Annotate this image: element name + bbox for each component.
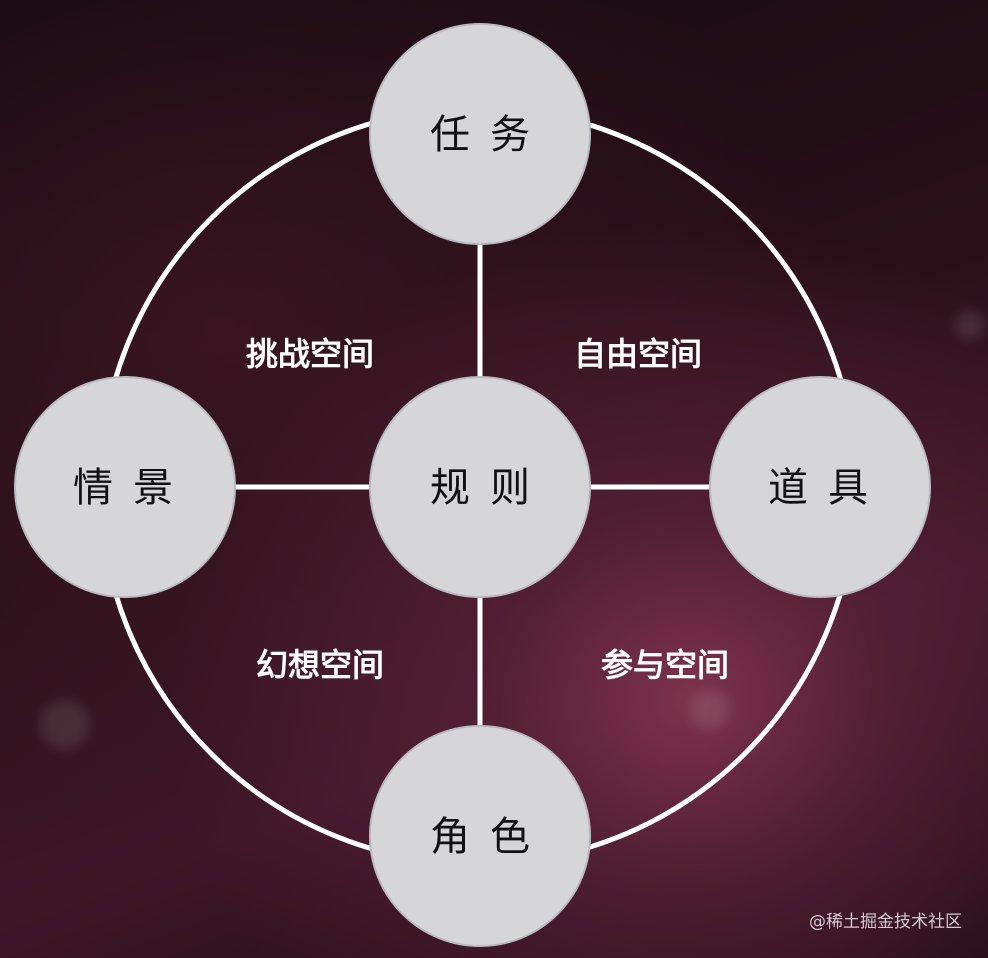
node-role-label: 角色: [430, 814, 550, 860]
space-freedom: 自由空间: [574, 335, 702, 373]
space-challenge: 挑战空间: [246, 335, 374, 373]
watermark: @稀土掘金技术社区: [809, 912, 962, 932]
node-scenario-label: 情景: [73, 465, 193, 511]
space-fantasy: 幻想空间: [256, 646, 384, 684]
node-rules-label: 规则: [430, 465, 550, 511]
node-rules: 规则: [369, 376, 591, 598]
bokeh-light: [690, 690, 730, 730]
node-role: 角色: [369, 725, 591, 947]
node-scenario: 情景: [14, 376, 236, 598]
space-participation: 参与空间: [601, 646, 729, 684]
node-props: 道具: [709, 376, 931, 598]
bokeh-light: [955, 310, 985, 340]
node-props-label: 道具: [768, 465, 888, 511]
bokeh-light: [40, 700, 90, 750]
node-task-label: 任务: [430, 112, 550, 158]
node-task: 任务: [369, 23, 591, 245]
